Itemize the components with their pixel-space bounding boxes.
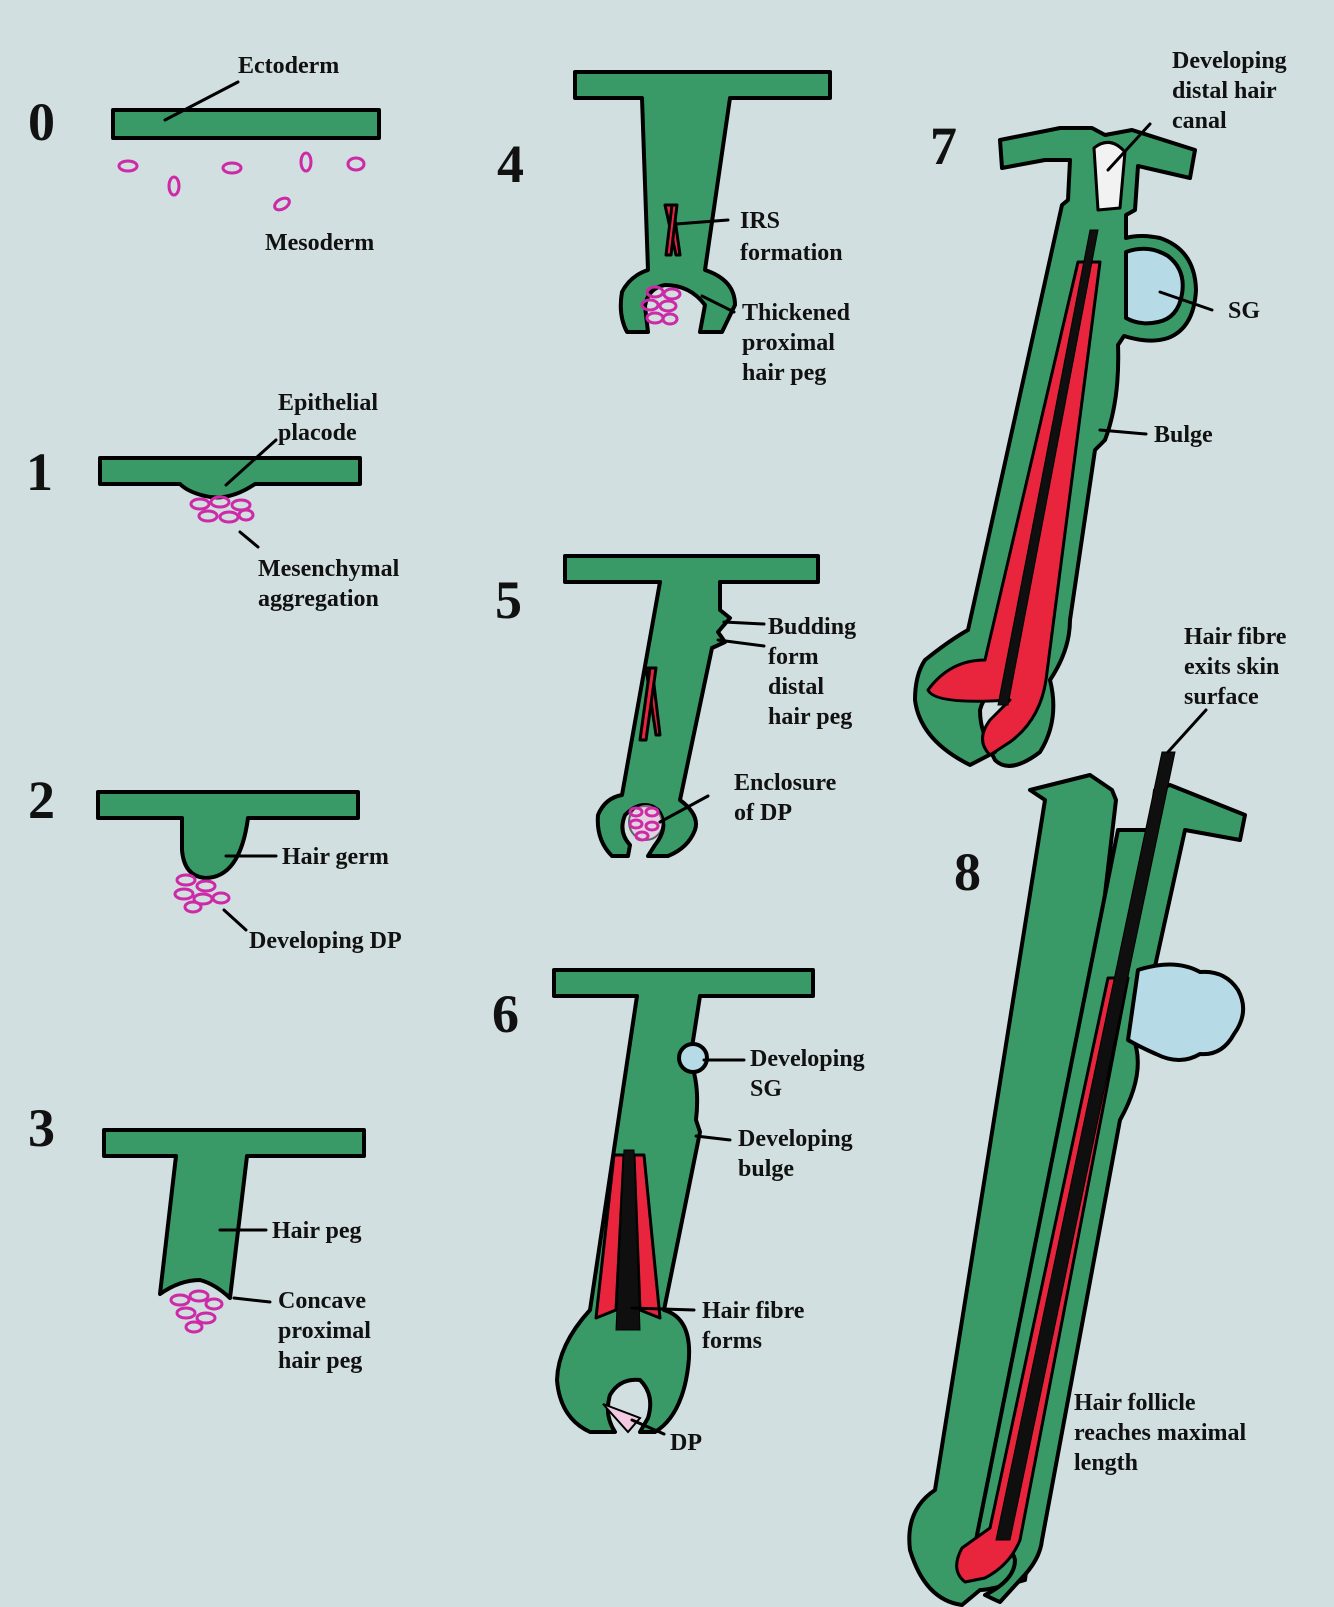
label-ectoderm: Ectoderm — [238, 53, 339, 79]
stage-8: 8 Hair fibre exits skin surface Hair fol… — [909, 624, 1286, 1605]
stage-1: 1 Epithelial placode Mesenchymal aggrega… — [26, 390, 400, 612]
label-mesoderm: Mesoderm — [265, 230, 374, 256]
label-formation: formation — [740, 240, 843, 266]
label-developing-canal-a: Developing — [1172, 48, 1287, 74]
stage-7-number: 7 — [930, 116, 957, 176]
stage-5-number: 5 — [495, 570, 522, 630]
distal-hair-canal — [1094, 142, 1125, 210]
stage-4-follicle-shape — [575, 72, 830, 332]
label-placode: placode — [278, 420, 357, 446]
ectoderm-layer — [113, 110, 379, 138]
label-hair-peg: Hair peg — [272, 1218, 362, 1244]
label-of-dp: of DP — [734, 800, 792, 826]
label-hair-fibre-exits-c: surface — [1184, 684, 1259, 710]
stage-2: 2 Hair germ Developing DP — [28, 770, 402, 954]
label-developing-canal-c: canal — [1172, 108, 1227, 134]
label-hair-fibre-forms-b: forms — [702, 1328, 762, 1354]
label-developing-canal-b: distal hair — [1172, 78, 1277, 104]
stage-3: 3 Hair peg Concave proximal hair peg — [28, 1098, 371, 1374]
label-developing-bulge-b: bulge — [738, 1156, 794, 1182]
label-irs: IRS — [740, 208, 780, 234]
epithelial-placode-shape — [100, 458, 360, 498]
label-developing-bulge-a: Developing — [738, 1126, 853, 1152]
stage-1-number: 1 — [26, 442, 53, 502]
developing-dp-cells — [175, 875, 229, 912]
stage-6: 6 Developing SG Developing bulge Hair fi… — [492, 970, 865, 1456]
label-dp: DP — [670, 1430, 702, 1456]
label-form: form — [768, 644, 819, 670]
label-hair-fibre-exits-b: exits skin — [1184, 654, 1279, 680]
stage-2-number: 2 — [28, 770, 55, 830]
hair-fibre-exits-leader — [1168, 710, 1206, 752]
label-proximal-4: proximal — [742, 330, 835, 356]
label-developing-sg-b: SG — [750, 1076, 782, 1102]
concave-leader — [234, 1298, 270, 1302]
stage-4-dp-cells — [642, 287, 680, 324]
concave-peg-cells — [171, 1291, 222, 1332]
label-maximal-length-c: length — [1074, 1450, 1138, 1476]
label-thickened: Thickened — [742, 300, 851, 326]
label-aggregation: aggregation — [258, 586, 379, 612]
label-bulge: Bulge — [1154, 422, 1213, 448]
label-hair-fibre-exits-a: Hair fibre — [1184, 624, 1287, 650]
label-hair-fibre-forms-a: Hair fibre — [702, 1298, 805, 1324]
stage-5-dp-cells — [629, 804, 663, 840]
hair-peg-shape — [104, 1130, 364, 1298]
label-enclosure: Enclosure — [734, 770, 837, 796]
stage-6-number: 6 — [492, 984, 519, 1044]
dev-bulge-leader — [696, 1136, 730, 1140]
label-proximal-3: proximal — [278, 1318, 371, 1344]
developing-sg-circle — [679, 1044, 707, 1072]
label-sg: SG — [1228, 298, 1260, 324]
label-hair-germ: Hair germ — [282, 844, 389, 870]
mesoderm-cells — [119, 153, 364, 212]
label-hair-peg-5: hair peg — [768, 704, 852, 730]
label-maximal-length-b: reaches maximal — [1074, 1420, 1247, 1446]
label-hair-peg-3: hair peg — [278, 1348, 362, 1374]
label-budding: Budding — [768, 614, 856, 640]
budding-leader-a — [724, 622, 764, 624]
label-developing-dp: Developing DP — [249, 928, 402, 954]
sebaceous-gland-8 — [1128, 964, 1243, 1060]
stage-8-number: 8 — [954, 842, 981, 902]
label-maximal-length-a: Hair follicle — [1074, 1390, 1196, 1416]
stage-5: 5 Budding form distal hair peg Enclosure… — [495, 556, 856, 856]
stage-4: 4 IRS formation Thickened proximal hair … — [497, 72, 851, 386]
label-developing-sg-a: Developing — [750, 1046, 865, 1072]
stage-3-number: 3 — [28, 1098, 55, 1158]
label-epithelial: Epithelial — [278, 390, 378, 416]
label-distal: distal — [768, 674, 824, 700]
label-mesenchymal: Mesenchymal — [258, 556, 400, 582]
hair-fibre-forms-leader — [632, 1308, 694, 1310]
sebaceous-gland-7 — [1126, 249, 1183, 324]
label-hair-peg-4: hair peg — [742, 360, 826, 386]
stage-0: 0 Ectoderm Mesoderm — [28, 53, 379, 256]
developing-dp-leader — [224, 910, 246, 930]
stage-4-number: 4 — [497, 134, 524, 194]
aggregation-leader — [240, 532, 258, 547]
mesenchymal-cells — [191, 497, 253, 522]
stage-6-follicle-shape — [554, 970, 813, 1432]
label-concave: Concave — [278, 1288, 366, 1314]
stage-0-number: 0 — [28, 92, 55, 152]
